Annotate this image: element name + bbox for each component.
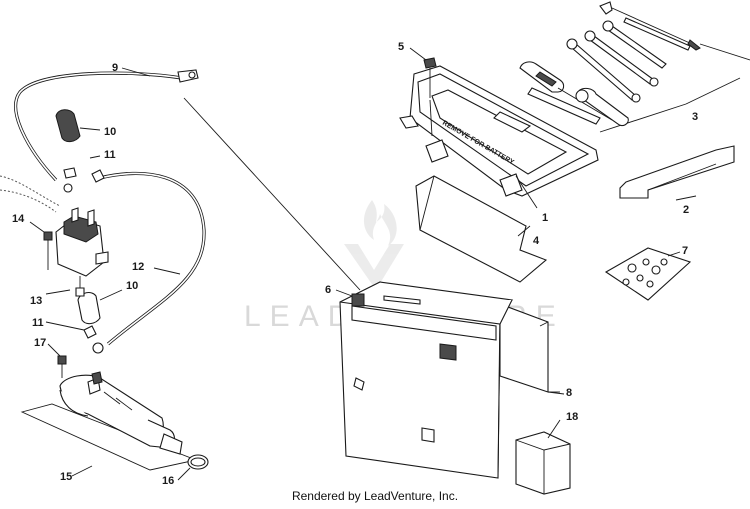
callout-12: 12 — [132, 261, 144, 273]
starter-bolt — [57, 355, 67, 378]
screwdriver — [519, 61, 613, 121]
callout-1: 1 — [542, 212, 548, 224]
callout-3: 3 — [692, 111, 698, 123]
callout-6: 6 — [325, 284, 331, 296]
callout-10-upper: 10 — [104, 126, 116, 138]
terminal-cap-lower — [77, 289, 123, 325]
battery — [339, 281, 514, 479]
callout-4: 4 — [533, 235, 540, 247]
starter-solenoid — [55, 207, 109, 297]
tool-kit-group — [519, 1, 750, 133]
render-credit: Rendered by LeadVenture, Inc. — [291, 489, 459, 503]
callout-17: 17 — [34, 337, 46, 349]
cable-9 — [14, 69, 199, 182]
callout-9: 9 — [112, 62, 118, 74]
callout-13: 13 — [30, 295, 42, 307]
callouts: 1 2 3 4 5 6 7 8 9 10 10 11 11 12 13 14 1… — [12, 41, 698, 487]
foam-block — [515, 431, 571, 495]
socket-tool — [527, 87, 629, 127]
ground-wire — [0, 175, 61, 207]
callout-16: 16 — [162, 475, 174, 487]
solenoid-bolt — [43, 231, 53, 270]
callout-14: 14 — [12, 213, 25, 225]
tray-bolt — [423, 57, 437, 137]
hardware-kit — [604, 247, 692, 301]
terminal-cap-upper — [55, 109, 101, 143]
callout-15: 15 — [60, 471, 72, 483]
callout-11-lower: 11 — [32, 317, 44, 329]
nut-lower — [83, 325, 104, 354]
battery-shield — [415, 175, 548, 283]
wrench-set — [566, 1, 701, 103]
callout-8: 8 — [566, 387, 572, 399]
callout-18: 18 — [566, 411, 578, 423]
battery-strap — [619, 145, 735, 199]
nut-upper — [63, 167, 105, 193]
watermark-flame-logo — [344, 200, 404, 290]
starter-o-ring — [187, 454, 209, 470]
callout-11-upper: 11 — [104, 149, 116, 161]
cable-12 — [99, 171, 206, 346]
starter-motor — [20, 371, 198, 471]
battery-leader — [183, 97, 361, 291]
callout-10-lower: 10 — [126, 280, 138, 292]
callout-7: 7 — [682, 245, 688, 257]
callout-2: 2 — [683, 204, 689, 216]
battery-tray: REMOVE FOR BATTERY — [399, 65, 599, 197]
callout-5: 5 — [398, 41, 404, 53]
